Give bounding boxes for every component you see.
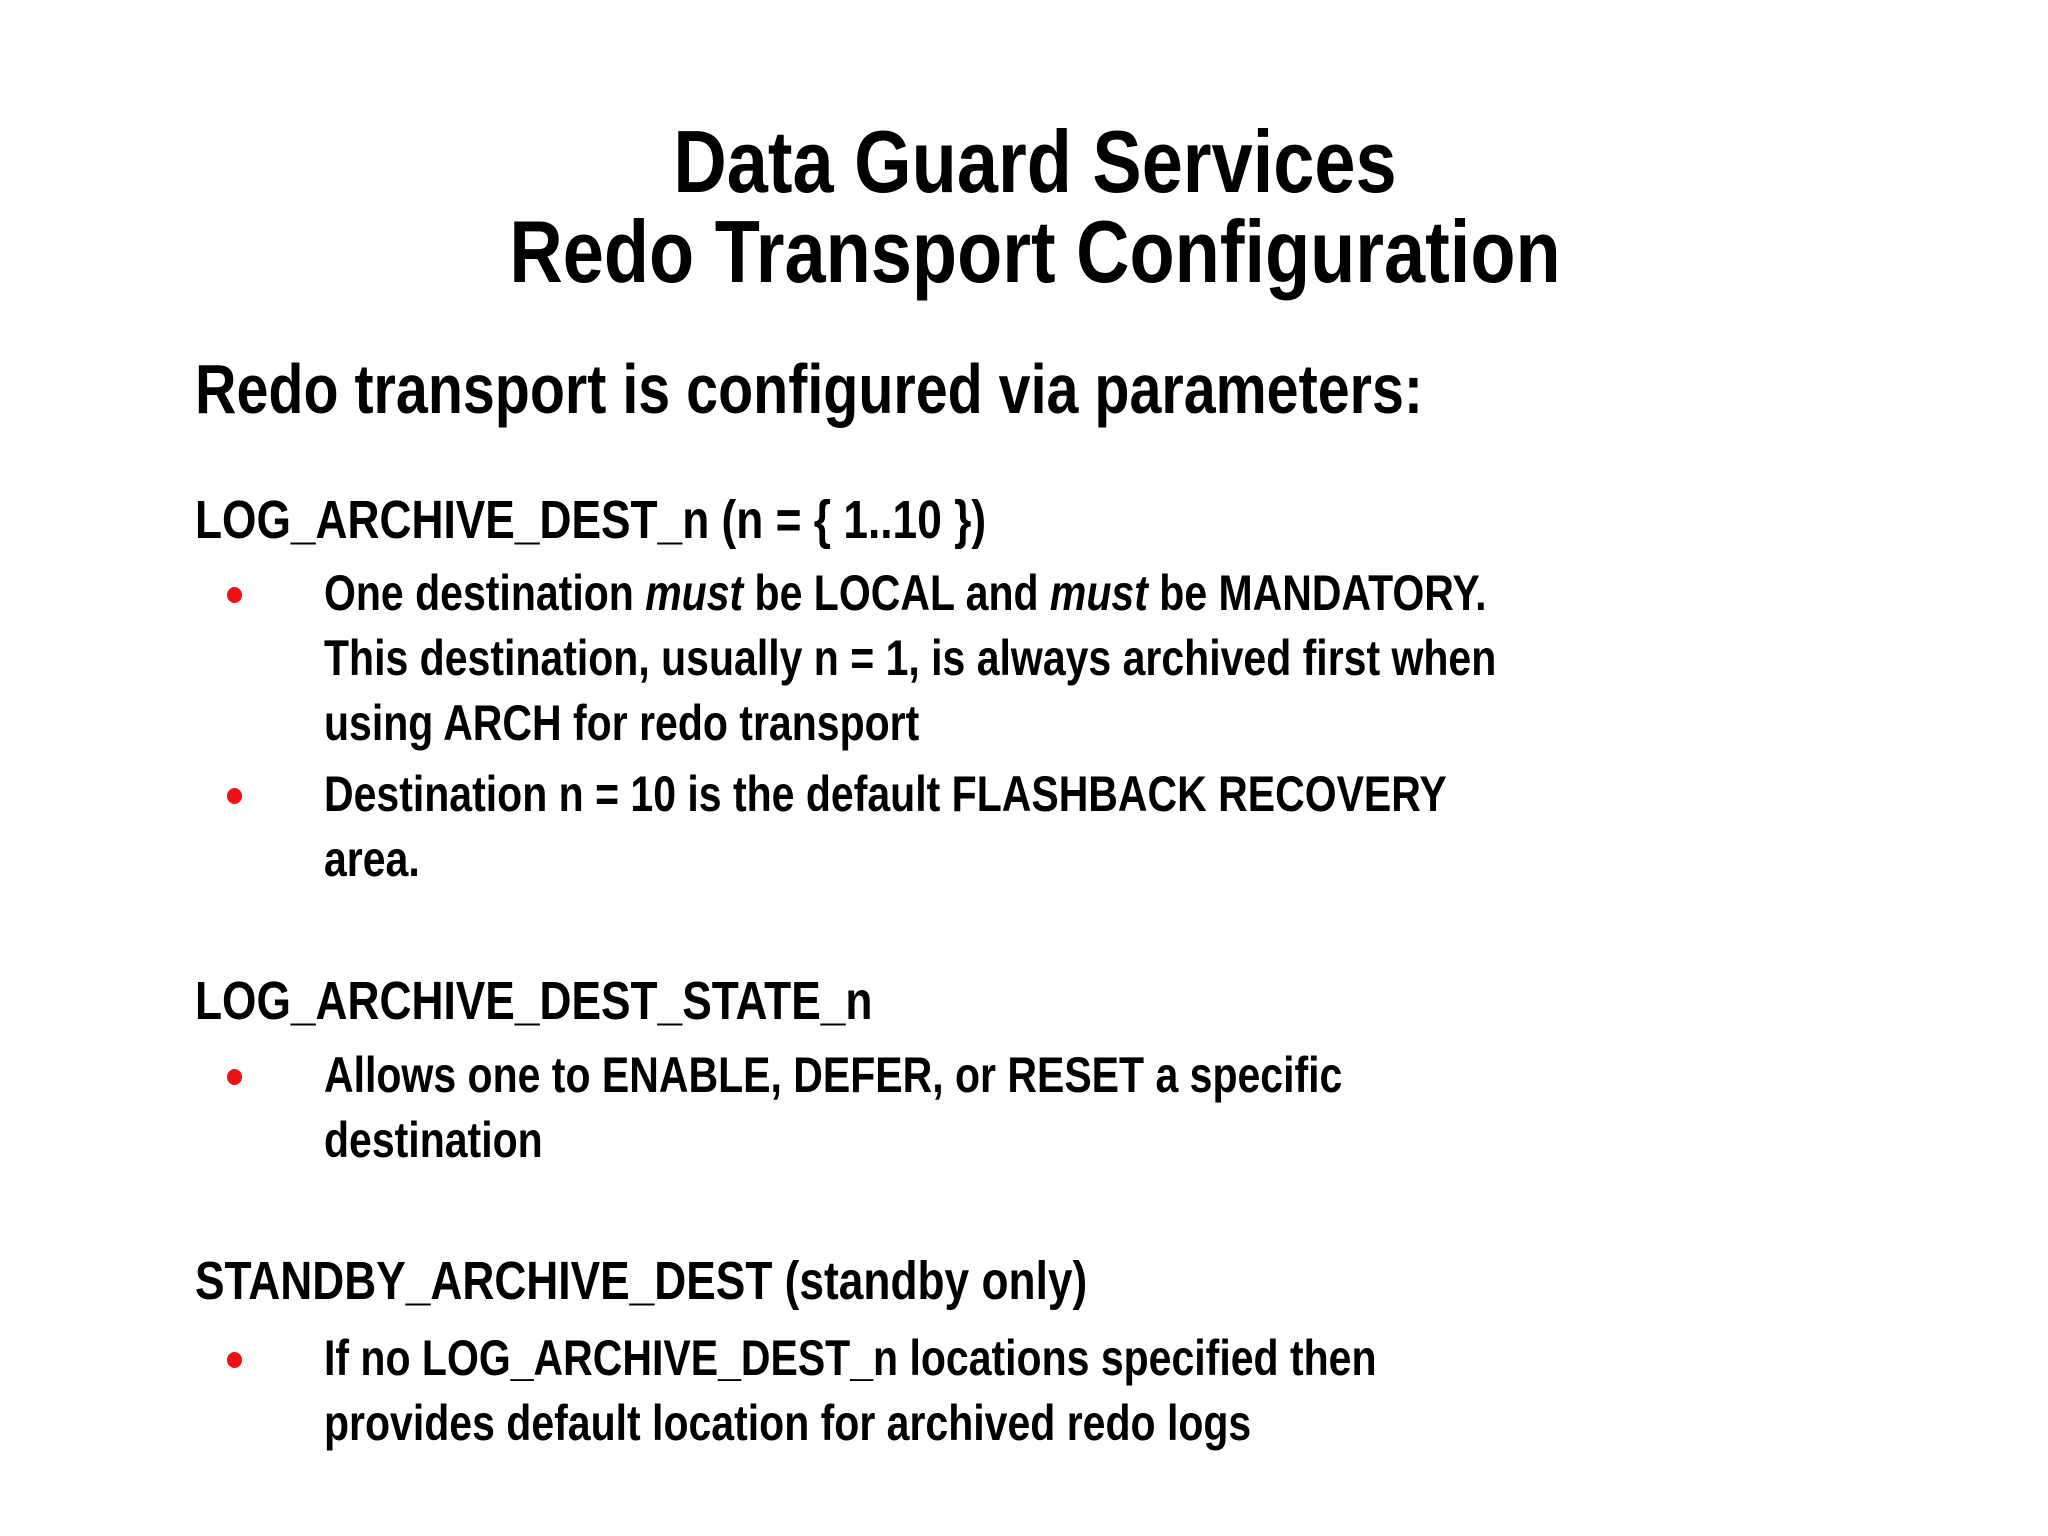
section-header-log-archive-dest-state-n: LOG_ARCHIVE_DEST_STATE_n bbox=[195, 969, 1021, 1034]
section-header-standby-archive-dest: STANDBY_ARCHIVE_DEST (standby only) bbox=[195, 1249, 1283, 1314]
bullet-line: using ARCH for redo transport bbox=[324, 695, 920, 751]
bullet-line: destination bbox=[324, 1112, 543, 1168]
bullet-icon bbox=[227, 587, 242, 603]
title-line-2: Redo Transport Configuration bbox=[509, 202, 1561, 301]
intro-heading-text: Redo transport is configured via paramet… bbox=[195, 350, 1424, 428]
section-header-text: LOG_ARCHIVE_DEST_n (n = { 1..10 }) bbox=[195, 490, 987, 550]
bullet-text: Destination n = 10 is the default FLASHB… bbox=[324, 762, 1447, 892]
slide-title: Data Guard Services Redo Transport Confi… bbox=[11, 117, 2048, 297]
bullet-line: area. bbox=[324, 831, 420, 887]
bullet-text: One destination must be LOCAL and must b… bbox=[324, 561, 1496, 756]
bullet-line: Destination n = 10 is the default FLASHB… bbox=[324, 766, 1447, 822]
section-header-text: LOG_ARCHIVE_DEST_STATE_n bbox=[195, 971, 873, 1031]
bullet-item: Destination n = 10 is the default FLASHB… bbox=[227, 762, 1693, 892]
bullet-icon bbox=[227, 1352, 242, 1368]
bullet-line: One destination must be LOCAL and must b… bbox=[324, 565, 1487, 621]
bullet-line: provides default location for archived r… bbox=[324, 1395, 1252, 1451]
section-header-text: STANDBY_ARCHIVE_DEST (standby only) bbox=[195, 1251, 1088, 1311]
bullet-line: This destination, usually n = 1, is alwa… bbox=[324, 630, 1497, 686]
bullet-item: Allows one to ENABLE, DEFER, or RESET a … bbox=[227, 1043, 1566, 1173]
bullet-item: One destination must be LOCAL and must b… bbox=[227, 561, 1754, 756]
bullet-line: Allows one to ENABLE, DEFER, or RESET a … bbox=[324, 1047, 1343, 1103]
bullet-text: If no LOG_ARCHIVE_DEST_n locations speci… bbox=[324, 1326, 1376, 1456]
bullet-item: If no LOG_ARCHIVE_DEST_n locations speci… bbox=[227, 1326, 1608, 1456]
intro-heading: Redo transport is configured via paramet… bbox=[195, 347, 1693, 431]
title-line-1: Data Guard Services bbox=[673, 112, 1397, 211]
bullet-text: Allows one to ENABLE, DEFER, or RESET a … bbox=[324, 1043, 1342, 1173]
bullet-line: If no LOG_ARCHIVE_DEST_n locations speci… bbox=[324, 1330, 1377, 1386]
bullet-icon bbox=[227, 788, 242, 804]
section-header-log-archive-dest-n: LOG_ARCHIVE_DEST_n (n = { 1..10 }) bbox=[195, 488, 1160, 553]
bullet-icon bbox=[227, 1069, 242, 1085]
